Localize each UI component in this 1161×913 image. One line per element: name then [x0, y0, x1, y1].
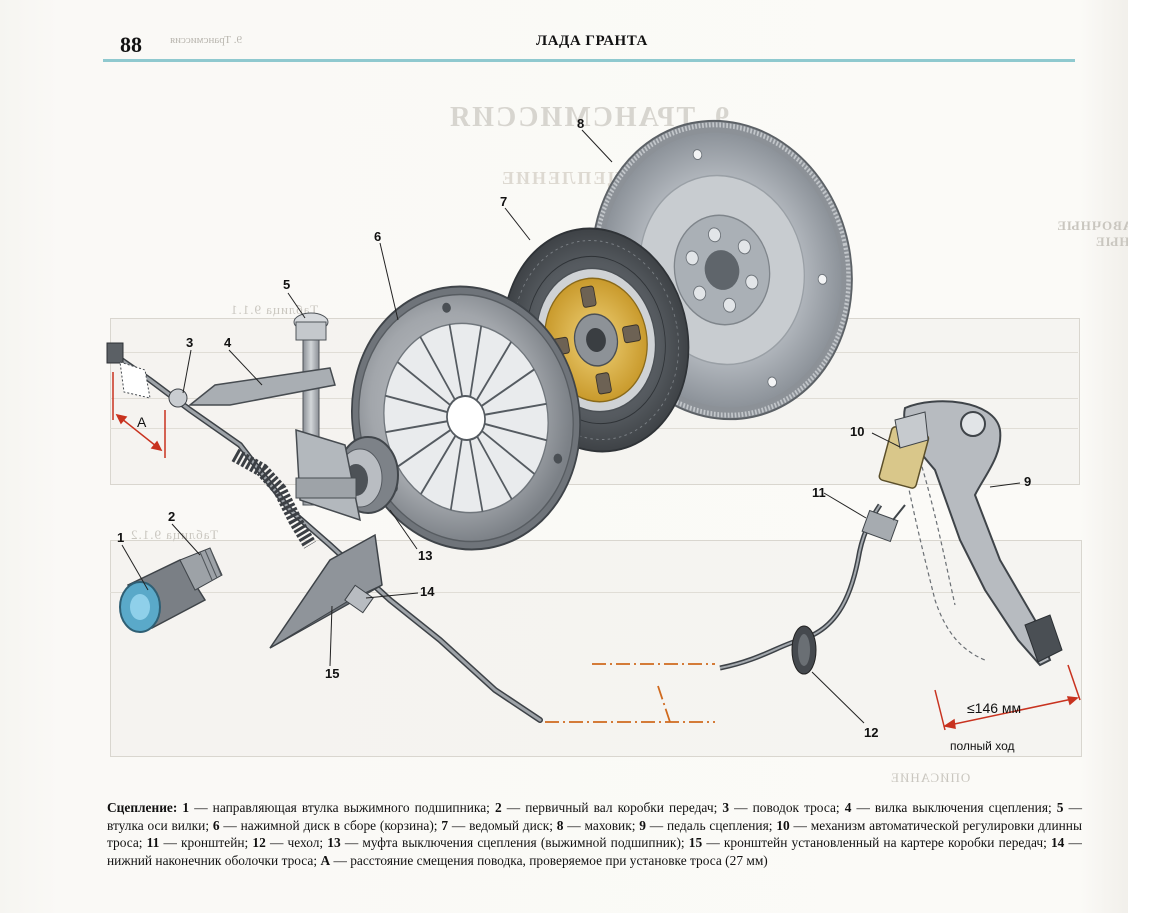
caption-item-number: 14: [1050, 835, 1065, 851]
pedal-travel-ghost: [904, 459, 986, 661]
page-edge: [1128, 0, 1161, 913]
caption-item-text: направляющая втулка выжимного подшипника…: [212, 800, 490, 815]
cable-end-connector: [106, 342, 188, 408]
caption-item-number: 8: [556, 817, 564, 833]
travel-label: полный ход: [950, 739, 1014, 753]
show-through-rule: [110, 592, 1080, 593]
header-rule: [103, 59, 1075, 62]
label-8: 8: [577, 116, 584, 131]
caption-item-text: вилка выключения сцепления;: [874, 800, 1052, 815]
caption-item-text: механизм автоматической регулировки длин…: [107, 817, 1082, 851]
caption-item-number: 3: [722, 800, 730, 815]
label-14: 14: [420, 584, 435, 599]
running-header-title: ЛАДА ГРАНТА: [536, 33, 648, 49]
caption-lead: Сцепление:: [107, 800, 178, 815]
label-13: 13: [418, 548, 432, 563]
caption-item-number: 5: [1056, 800, 1064, 815]
guide-sleeve: [119, 559, 207, 633]
caption-item-text: кронштейн установленный на картере короб…: [723, 835, 1047, 851]
caption-item-number: 11: [146, 835, 160, 851]
label-5: 5: [283, 277, 290, 292]
pressure-plate-basket: [351, 285, 581, 551]
label-9: 9: [1024, 474, 1031, 489]
cable-boot: [791, 625, 817, 675]
caption-item-number: 4: [844, 800, 852, 815]
show-through-table: [110, 540, 1082, 757]
caption-item-number: 2: [494, 800, 502, 815]
caption-item-text: нажимной диск в сборе (корзина);: [240, 817, 438, 833]
label-6: 6: [374, 229, 381, 244]
caption-item-text: чехол;: [287, 835, 324, 851]
caption-item-text: поводок троса;: [752, 800, 840, 815]
label-15: 15: [325, 666, 339, 681]
dimension-a-label: A: [137, 414, 147, 430]
caption-item-number: A: [320, 852, 331, 868]
label-2: 2: [168, 509, 175, 524]
caption-item-number: 7: [441, 817, 449, 833]
leader-lines: [121, 129, 1021, 724]
full-travel-dimension: [934, 664, 1081, 731]
gearbox-bracket: [269, 533, 383, 649]
caption-item-number: 9: [639, 817, 646, 833]
figure-caption: Сцепление: 1 — направляющая втулка выжим…: [107, 800, 1082, 868]
lower-sheath-tip: [344, 584, 374, 614]
label-7: 7: [500, 194, 507, 209]
caption-item-text: расстояние смещения поводка, проверяемое…: [350, 852, 768, 868]
caption-item-number: 15: [688, 835, 703, 851]
pedal-bracket: [861, 504, 906, 543]
label-12: 12: [864, 725, 878, 740]
travel-value: ≤146 мм: [967, 700, 1021, 716]
page-number: 88: [120, 32, 142, 57]
label-4: 4: [224, 335, 232, 350]
label-1: 1: [117, 530, 124, 545]
label-10: 10: [850, 424, 864, 439]
label-3: 3: [186, 335, 193, 350]
caption-item-text: первичный вал коробки передач;: [525, 800, 718, 815]
caption-item-number: 12: [252, 835, 266, 851]
auto-adjuster: [878, 411, 930, 489]
caption-item-text: втулка оси вилки;: [107, 817, 210, 833]
caption-item-text: муфта выключения сцепления (выжимной под…: [362, 835, 685, 851]
caption-item-text: нижний наконечник оболочки троса;: [107, 852, 318, 868]
alignment-lines: [545, 663, 715, 723]
release-fork: [187, 367, 361, 522]
caption-item-text: педаль сцепления;: [667, 817, 773, 833]
caption-item-text: кронштейн;: [181, 835, 249, 851]
input-shaft: [179, 547, 223, 591]
label-11: 11: [812, 485, 826, 500]
caption-item-number: 13: [327, 835, 341, 851]
caption-item-number: 10: [776, 817, 790, 833]
caption-item-number: 6: [212, 817, 220, 833]
caption-item-number: 1: [182, 800, 190, 815]
dimension-a-marker: [112, 372, 166, 458]
caption-item-text: маховик;: [584, 817, 636, 833]
caption-item-text: ведомый диск;: [469, 817, 553, 833]
